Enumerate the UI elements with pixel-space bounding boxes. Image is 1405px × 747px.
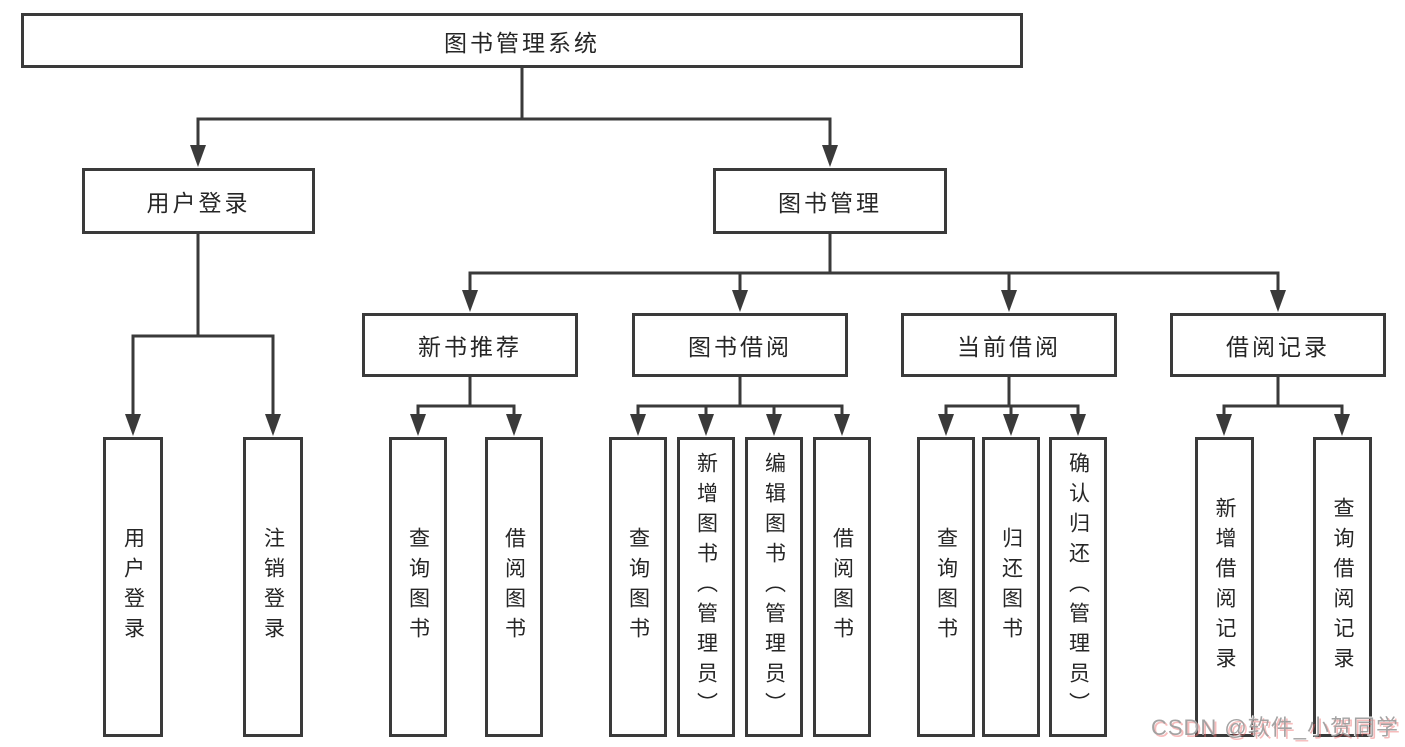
- arrowheads: [125, 145, 1350, 436]
- node-label: 新增图书（管理员）: [694, 452, 718, 722]
- node-label: 注销登录: [261, 527, 285, 647]
- node-label: 借阅图书: [502, 527, 526, 647]
- node-borrowing-records: 借阅记录: [1170, 313, 1386, 377]
- node-book-management: 图书管理: [713, 168, 947, 234]
- leaf-query-books-recommend: 查询图书: [389, 437, 447, 737]
- leaf-query-books-current: 查询图书: [917, 437, 975, 737]
- leaf-user-login: 用户登录: [103, 437, 163, 737]
- node-library-management-system: 图书管理系统: [21, 13, 1023, 68]
- node-label: 查询借阅记录: [1331, 497, 1354, 677]
- leaf-add-borrow-record: 新增借阅记录: [1195, 437, 1254, 737]
- node-label: 借阅记录: [1226, 334, 1330, 360]
- node-label: 查询图书: [626, 527, 650, 647]
- node-user-login: 用户登录: [82, 168, 315, 234]
- node-label: 借阅图书: [830, 527, 854, 647]
- node-label: 确认归还（管理员）: [1066, 452, 1090, 722]
- node-label: 查询图书: [934, 527, 958, 647]
- node-label: 图书借阅: [688, 334, 792, 360]
- node-label: 查询图书: [406, 527, 430, 647]
- leaf-return-book: 归还图书: [982, 437, 1040, 737]
- leaf-add-book-admin: 新增图书（管理员）: [677, 437, 735, 737]
- leaf-borrow-books: 借阅图书: [813, 437, 871, 737]
- leaf-confirm-return-admin: 确认归还（管理员）: [1049, 437, 1107, 737]
- node-label: 用户登录: [121, 527, 145, 647]
- node-current-borrowing: 当前借阅: [901, 313, 1117, 377]
- node-label: 当前借阅: [957, 334, 1061, 360]
- node-new-book-recommendation: 新书推荐: [362, 313, 578, 377]
- leaf-query-borrow-record: 查询借阅记录: [1313, 437, 1372, 737]
- node-label: 归还图书: [999, 527, 1023, 647]
- node-label: 图书管理: [778, 190, 882, 216]
- node-label: 新增借阅记录: [1213, 497, 1236, 677]
- leaf-logout: 注销登录: [243, 437, 303, 737]
- node-label: 编辑图书（管理员）: [762, 452, 786, 722]
- node-label: 新书推荐: [418, 334, 522, 360]
- leaf-edit-book-admin: 编辑图书（管理员）: [745, 437, 803, 737]
- csdn-watermark: CSDN @软件_小贺同学: [1150, 715, 1399, 740]
- node-book-borrowing: 图书借阅: [632, 313, 848, 377]
- leaf-borrow-books-recommend: 借阅图书: [485, 437, 543, 737]
- leaf-query-books-borrow: 查询图书: [609, 437, 667, 737]
- node-label: 用户登录: [146, 190, 251, 216]
- node-label: 图书管理系统: [444, 29, 600, 56]
